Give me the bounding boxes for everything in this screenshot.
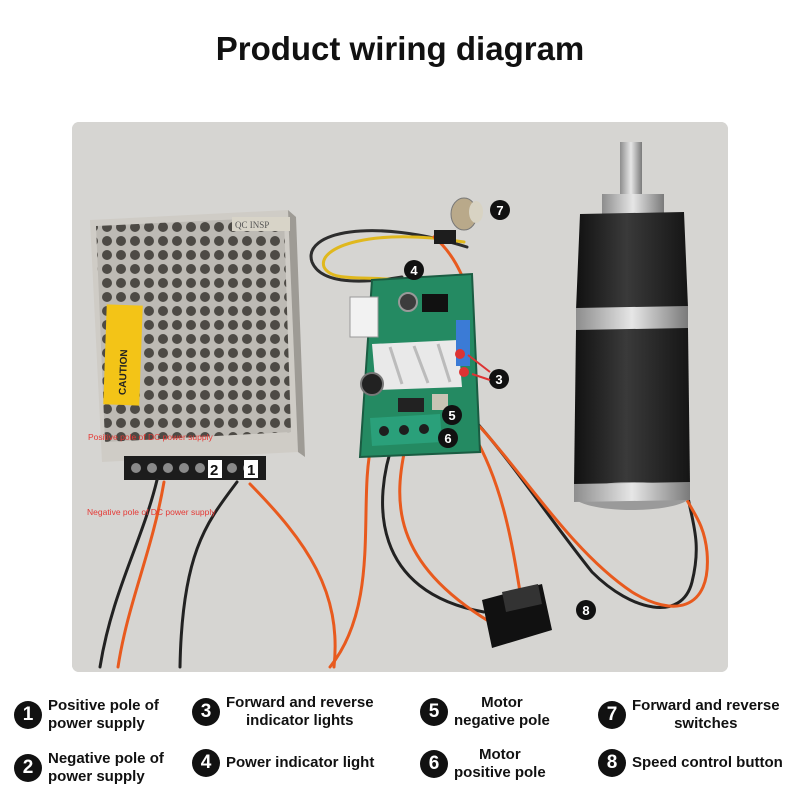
svg-text:2: 2	[210, 462, 218, 479]
legend-text-1: Positive pole of power supply	[48, 697, 159, 732]
terminal-marks: 2 1	[208, 460, 258, 479]
legend-item-2: 2 Negative pole of power supply	[14, 750, 164, 786]
speed-switch	[482, 584, 552, 648]
number-2-icon: 2	[14, 754, 42, 782]
legend-text-7: Forward and reverse switches	[632, 697, 780, 732]
svg-text:6: 6	[444, 431, 451, 446]
qc-label: QC INSP	[235, 220, 269, 230]
legend-item-8: 8 Speed control button	[598, 749, 783, 777]
controller-board	[349, 272, 482, 459]
legend-text-8: Speed control button	[632, 754, 783, 771]
number-7-icon: 7	[598, 701, 626, 729]
number-6-icon: 6	[420, 750, 448, 778]
number-8-icon: 8	[598, 749, 626, 777]
number-4-icon: 4	[192, 749, 220, 777]
legend-item-4: 4 Power indicator light	[192, 749, 374, 777]
callout-markers: 7 4 3 5 6 8	[404, 200, 596, 620]
legend-item-3: 3 Forward and reverse indicator lights	[192, 694, 374, 730]
svg-text:5: 5	[448, 408, 455, 423]
wires	[98, 229, 709, 669]
legend-text-6: Motor positive pole	[454, 746, 546, 781]
svg-text:4: 4	[410, 263, 418, 278]
legend-item-5: 5 Motor negative pole	[420, 694, 550, 730]
number-1-icon: 1	[14, 701, 42, 729]
svg-text:7: 7	[496, 203, 503, 218]
svg-text:8: 8	[582, 603, 589, 618]
legend-item-7: 7 Forward and reverse switches	[598, 697, 780, 733]
legend-item-6: 6 Motor positive pole	[420, 746, 546, 782]
legend-text-5: Motor negative pole	[454, 694, 550, 729]
negative-pole-note: Negative pole of DC power supply	[87, 507, 216, 517]
legend-text-2: Negative pole of power supply	[48, 750, 164, 785]
potentiometer	[434, 197, 483, 244]
legend-text-3: Forward and reverse indicator lights	[226, 694, 374, 729]
number-5-icon: 5	[420, 698, 448, 726]
svg-text:3: 3	[495, 372, 502, 387]
number-3-icon: 3	[192, 698, 220, 726]
page-title: Product wiring diagram	[215, 30, 585, 67]
wiring-photo: QC INSP CAUTION	[72, 122, 728, 672]
positive-pole-note: Positive pole of DC power supply	[88, 432, 213, 442]
svg-text:1: 1	[247, 462, 255, 479]
gear-motor	[574, 142, 690, 510]
caution-label: CAUTION	[118, 349, 131, 395]
legend-item-1: 1 Positive pole of power supply	[14, 697, 159, 733]
power-supply: QC INSP CAUTION	[90, 210, 305, 480]
legend-text-4: Power indicator light	[226, 754, 375, 771]
